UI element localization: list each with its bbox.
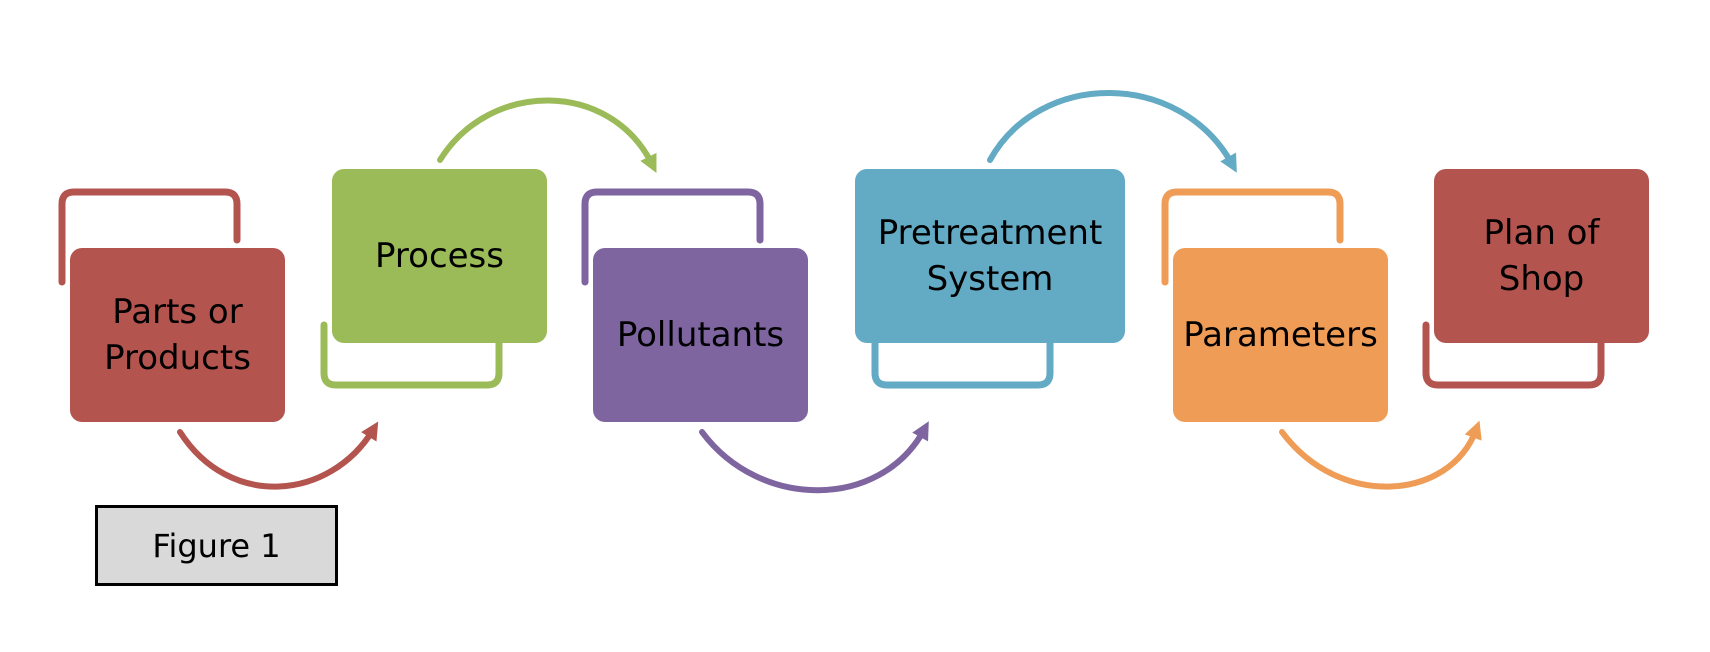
step-box-6 — [1434, 169, 1649, 343]
flow-arrow-head-1 — [361, 421, 379, 442]
figure-caption-box: Figure 1 — [95, 505, 338, 586]
step-label-5-line-1: Parameters — [1183, 315, 1378, 355]
step-label-3-line-1: Pollutants — [617, 315, 784, 355]
step-bracket-1 — [58, 188, 241, 286]
figure-caption: Figure 1 — [152, 526, 281, 565]
step-bracket-6 — [1422, 321, 1605, 389]
step-bracket-4 — [871, 321, 1054, 389]
step-label-1-line-1: Parts or — [112, 292, 242, 332]
flow-arrow-3 — [699, 427, 927, 494]
flow-arrow-head-5 — [1464, 420, 1482, 441]
step-label-2-line-1: Process — [375, 236, 504, 276]
flow-arrow-5 — [1279, 427, 1479, 490]
step-bracket-2 — [320, 321, 503, 389]
step-box-1 — [70, 248, 285, 422]
step-label-4-line-2: System — [927, 259, 1054, 299]
step-box-2 — [332, 169, 547, 343]
flow-arrow-4 — [987, 90, 1235, 167]
step-box-5 — [1173, 248, 1388, 422]
step-box-3 — [593, 248, 808, 422]
flow-arrow-head-4 — [1220, 152, 1237, 173]
flow-arrow-head-2 — [640, 152, 657, 173]
step-label-4-line-1: Pretreatment — [878, 213, 1103, 253]
step-box-4 — [855, 169, 1125, 343]
step-label-6-line-2: Shop — [1499, 259, 1585, 299]
step-bracket-3 — [581, 188, 764, 286]
step-label-1-line-2: Products — [104, 338, 251, 378]
step-bracket-5 — [1161, 188, 1344, 286]
flow-arrow-head-3 — [912, 421, 929, 442]
step-label-6-line-1: Plan of — [1484, 213, 1601, 253]
flow-arrow-2 — [437, 97, 655, 167]
flow-arrow-1 — [177, 427, 376, 490]
